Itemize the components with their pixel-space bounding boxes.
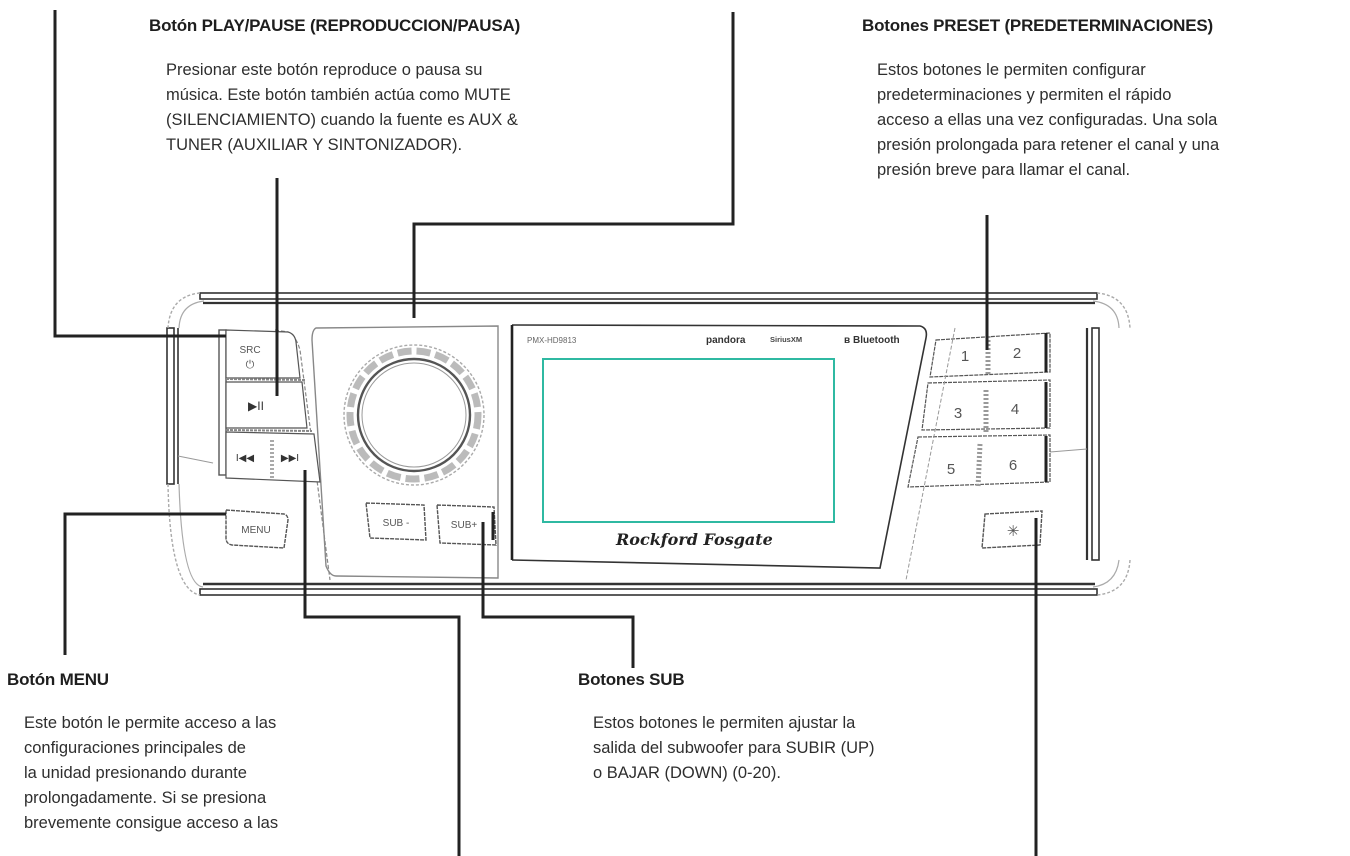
light-icon: ✳: [1007, 523, 1020, 540]
leader-next-track: [303, 470, 461, 856]
model-number: PMX-HD9813: [527, 336, 577, 345]
desc-line: salida del subwoofer para SUBIR (UP): [593, 739, 875, 757]
brand-logo: Rockford Fosgate: [615, 530, 773, 549]
src-button-label: SRC: [239, 345, 260, 356]
bluetooth-icon: ʙ: [844, 335, 850, 346]
desc-line: presión prolongada para retener el canal…: [877, 136, 1220, 154]
preset-button-3[interactable]: 3: [954, 405, 962, 422]
play-pause-description: Presionar este botón reproduce o pausa s…: [166, 58, 518, 158]
play-pause-icon: ▶II: [248, 399, 264, 413]
menu-heading: Botón MENU: [7, 670, 109, 689]
leader-lines: [53, 10, 1038, 856]
preset-button-1[interactable]: 1: [961, 348, 969, 365]
leader-sub: [481, 522, 635, 668]
sub-down-label: SUB -: [383, 518, 410, 529]
desc-line: Presionar este botón reproduce o pausa s…: [166, 61, 483, 79]
preset-button-2[interactable]: 2: [1013, 345, 1021, 362]
faceplate-frame: [166, 292, 1131, 596]
siriusxm-logo: SiriusXM: [770, 335, 802, 344]
menu-description: Este botón le permite acceso a las confi…: [24, 711, 278, 836]
menu-button[interactable]: [225, 509, 289, 549]
preset-button-5[interactable]: 5: [947, 461, 955, 478]
next-track-icon: ▶▶I: [281, 453, 299, 464]
pandora-logo: pandora: [706, 335, 746, 346]
sub-heading: Botones SUB: [578, 670, 685, 689]
desc-line: música. Este botón también actúa como MU…: [166, 86, 511, 104]
preset-button-4[interactable]: 4: [1011, 401, 1019, 418]
desc-line: prolongadamente. Si se presiona: [24, 789, 267, 807]
sub-description: Estos botones le permiten ajustar la sal…: [593, 711, 875, 786]
display-bezel: [510, 324, 928, 569]
leader-knob: [412, 12, 735, 318]
power-icon: ⏻: [246, 359, 255, 371]
desc-line: la unidad presionando durante: [24, 764, 247, 782]
preset-heading: Botones PRESET (PREDETERMINACIONES): [862, 16, 1213, 35]
desc-line: acceso a ellas una vez configuradas. Una…: [877, 111, 1218, 129]
desc-line: o BAJAR (DOWN) (0-20).: [593, 764, 781, 782]
desc-line: TUNER (AUXILIAR Y SINTONIZADOR).: [166, 136, 463, 154]
desc-line: Estos botones le permiten ajustar la: [593, 714, 856, 732]
bluetooth-logo: Bluetooth: [853, 335, 900, 346]
previous-track-icon: I◀◀: [236, 453, 254, 464]
menu-button-label: MENU: [241, 525, 270, 536]
sub-up-label: SUB+: [451, 520, 478, 531]
sub-up-button[interactable]: [436, 504, 497, 546]
desc-line: Este botón le permite acceso a las: [24, 714, 277, 732]
desc-line: presión breve para llamar el canal.: [877, 161, 1131, 179]
light-button[interactable]: [981, 510, 1043, 549]
desc-line: Estos botones le permiten configurar: [877, 61, 1146, 79]
desc-line: brevemente consigue acceso a las: [24, 814, 279, 832]
leader-src: [53, 10, 226, 338]
left-button-stack: [218, 329, 321, 483]
display-screen: [542, 358, 835, 523]
desc-line: predeterminaciones y permiten el rápido: [877, 86, 1172, 104]
preset-button-6[interactable]: 6: [1009, 457, 1017, 474]
preset-cluster: [905, 327, 1051, 581]
leader-menu: [63, 512, 226, 655]
sub-down-button[interactable]: [365, 502, 427, 541]
desc-line: configuraciones principales de: [24, 739, 246, 757]
play-pause-heading: Botón PLAY/PAUSE (REPRODUCCION/PAUSA): [149, 16, 521, 35]
preset-description: Estos botones le permiten configurar pre…: [877, 58, 1219, 183]
volume-knob[interactable]: [343, 344, 485, 486]
desc-line: (SILENCIAMIENTO) cuando la fuente es AUX…: [166, 111, 518, 129]
